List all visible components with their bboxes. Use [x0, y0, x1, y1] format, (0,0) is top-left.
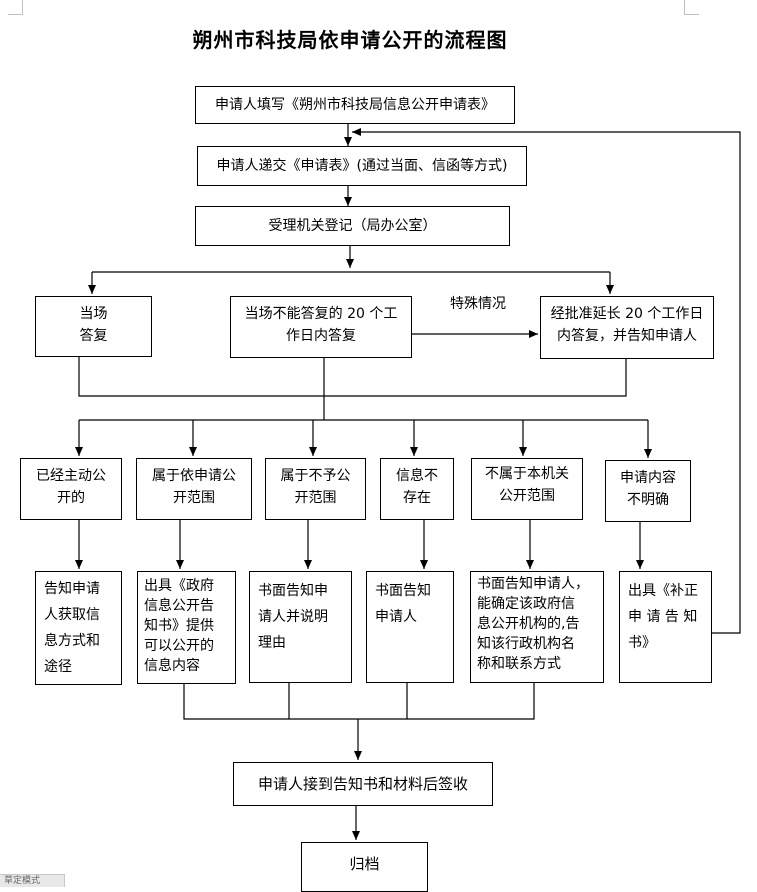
node-reply-spot: 当场 答复 [35, 296, 152, 357]
node-register: 受理机关登记（局办公室） [195, 206, 510, 246]
result-not-public: 书面告知申 请人并说明 理由 [249, 571, 352, 683]
category-not-exist: 信息不 存在 [380, 458, 454, 520]
category-not-agency: 不属于本机关 公开范围 [471, 458, 583, 520]
page-corner-mark-right [684, 0, 699, 15]
page-title: 朔州市科技局依申请公开的流程图 [192, 28, 508, 52]
status-bar[interactable]: 草定模式 [0, 874, 65, 887]
results-merge [183, 682, 535, 720]
result-not-agency: 书面告知申请人， 能确定该政府信 息公开机构的,告 知该行政机构名 称和联系方式 [470, 571, 604, 683]
node-receive: 申请人接到告知书和材料后签收 [233, 762, 493, 806]
page-corner-mark-left [8, 0, 23, 15]
result-unclear: 出具《补正 申 请 告 知 书》 [619, 571, 712, 683]
result-not-exist: 书面告知 申请人 [366, 571, 454, 683]
merge-connector [78, 357, 627, 397]
node-archive: 归档 [301, 842, 428, 892]
category-in-scope: 属于依申请公 开范围 [136, 458, 252, 520]
result-in-scope: 出具《政府 信息公开告 知书》提供 可以公开的 信息内容 [137, 571, 236, 684]
special-case-label: 特殊情况 [450, 296, 506, 312]
node-extend: 经批准延长 20 个工作日 内答复，并告知申请人 [540, 296, 714, 359]
node-fill-form: 申请人填写《朔州市科技局信息公开申请表》 [195, 86, 515, 124]
node-submit-form: 申请人递交《申请表》(通过当面、信函等方式) [197, 146, 527, 186]
category-already-public: 已经主动公 开的 [20, 458, 122, 520]
result-already-public: 告知申请 人获取信 息方式和 途径 [35, 571, 122, 685]
category-unclear: 申请内容 不明确 [605, 460, 691, 522]
category-not-public: 属于不予公 开范围 [265, 458, 366, 520]
node-reply-20days: 当场不能答复的 20 个工 作日内答复 [230, 296, 412, 358]
